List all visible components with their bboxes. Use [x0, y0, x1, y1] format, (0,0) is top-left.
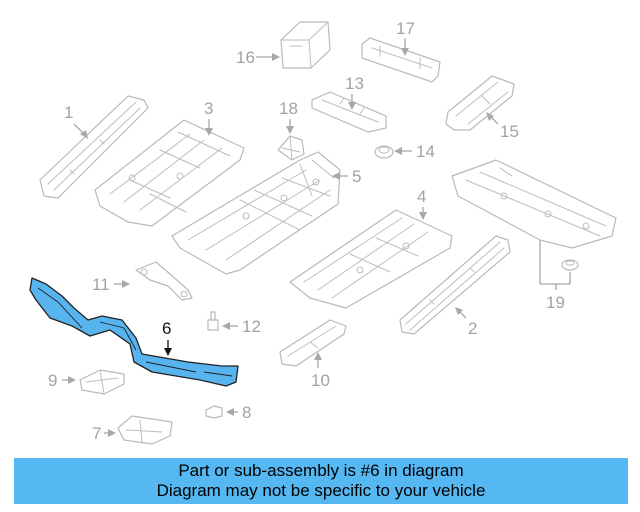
callout-label-6: 6 — [162, 319, 171, 338]
callout-label-19: 19 — [546, 293, 565, 312]
callout-18: 18 — [279, 99, 298, 134]
callout-label-15: 15 — [500, 122, 519, 141]
callout-7: 7 — [92, 424, 116, 443]
part-9-bracket[interactable] — [79, 369, 125, 395]
part-16-bracket[interactable] — [280, 21, 331, 69]
callout-1: 1 — [64, 103, 88, 139]
disclaimer-banner: Part or sub-assembly is #6 in diagram Di… — [14, 458, 628, 504]
callout-label-4: 4 — [417, 187, 426, 206]
callout-label-12: 12 — [242, 317, 261, 336]
callout-12: 12 — [222, 317, 261, 336]
callout-label-1: 1 — [64, 103, 73, 122]
banner-line-part-notice: Part or sub-assembly is #6 in diagram — [178, 461, 464, 480]
callout-13: 13 — [345, 74, 364, 110]
callout-6: 6 — [162, 319, 172, 356]
callout-9: 9 — [48, 371, 76, 390]
part-15-bracket[interactable] — [445, 75, 515, 131]
callout-8: 8 — [226, 403, 251, 422]
callout-5: 5 — [332, 167, 361, 186]
callout-label-5: 5 — [352, 167, 361, 186]
callout-10: 10 — [311, 352, 330, 390]
part-12-bolt[interactable] — [207, 311, 219, 331]
part-14-grommet[interactable] — [374, 145, 394, 159]
callout-15: 15 — [486, 112, 519, 141]
callout-label-17: 17 — [396, 19, 415, 38]
part-13-bracket[interactable] — [311, 91, 387, 133]
part-5-center-floor[interactable] — [171, 151, 341, 275]
part-8-clip[interactable] — [205, 405, 223, 419]
callout-label-16: 16 — [236, 48, 255, 67]
callout-14: 14 — [394, 142, 435, 161]
part-4-rear-floor[interactable] — [289, 209, 453, 309]
part-7-bracket[interactable] — [117, 415, 173, 445]
callout-label-7: 7 — [92, 424, 101, 443]
callout-label-14: 14 — [416, 142, 435, 161]
part-19-grommet[interactable] — [561, 259, 579, 271]
callout-label-10: 10 — [311, 371, 330, 390]
callout-11: 11 — [92, 275, 130, 294]
exploded-parts-diagram: 16 17 1 — [29, 19, 617, 445]
callout-label-3: 3 — [204, 99, 213, 118]
callout-3: 3 — [204, 99, 213, 136]
callout-label-18: 18 — [279, 99, 298, 118]
part-19-rear-cover[interactable] — [451, 159, 617, 249]
part-11-bracket[interactable] — [135, 261, 193, 301]
callout-16: 16 — [236, 48, 280, 67]
banner-line-vehicle-disclaimer: Diagram may not be specific to your vehi… — [156, 481, 486, 500]
part-10-bracket[interactable] — [279, 319, 347, 367]
callout-label-8: 8 — [242, 403, 251, 422]
callout-2: 2 — [455, 307, 477, 338]
part-3-front-floor[interactable] — [94, 119, 245, 227]
callout-19: 19 — [539, 240, 571, 312]
part-17-cross-member[interactable] — [361, 37, 441, 83]
callout-17: 17 — [396, 19, 415, 56]
callout-label-2: 2 — [468, 319, 477, 338]
part-6-highlighted-rail[interactable] — [29, 277, 239, 387]
callout-label-13: 13 — [345, 74, 364, 93]
part-2-side-sill[interactable] — [399, 235, 511, 335]
part-1-side-rail[interactable] — [39, 95, 149, 199]
callout-label-11: 11 — [92, 275, 110, 294]
callout-4: 4 — [417, 187, 427, 220]
callout-label-9: 9 — [48, 371, 57, 390]
part-18-bracket[interactable] — [277, 135, 305, 161]
